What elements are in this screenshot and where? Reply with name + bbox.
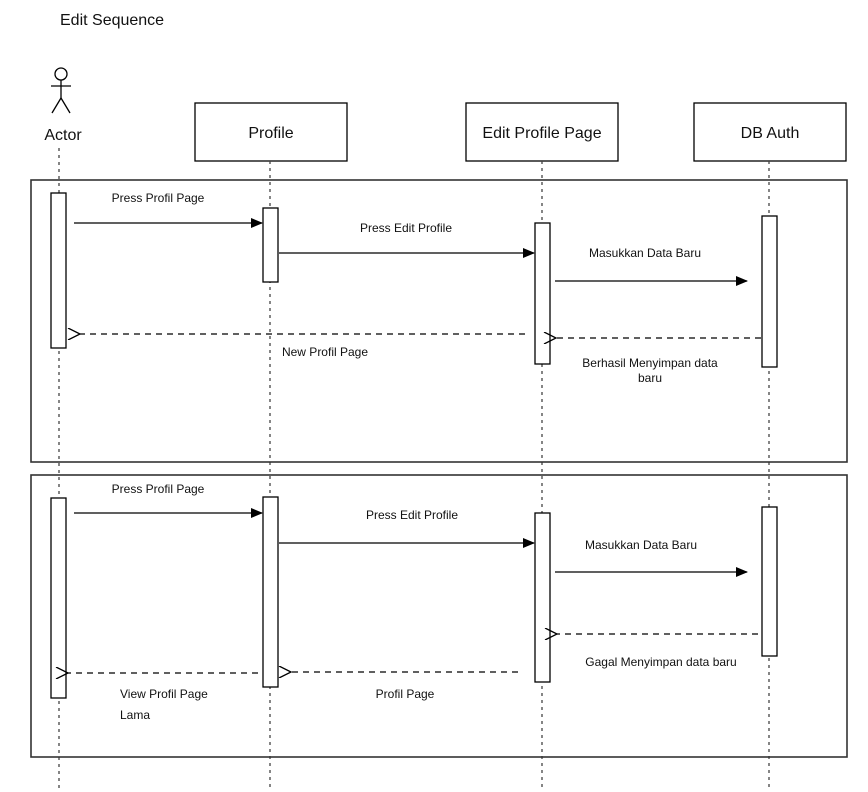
activation-bar-profile [262,207,279,283]
activation-bar-profile [262,496,279,688]
lifeline-box-profile [194,102,348,162]
message-label: Lama [120,708,150,722]
message-label: Press Profil Page [112,482,205,496]
message-label: Press Edit Profile [360,221,452,235]
lifeline-label-profile: Profile [248,125,293,142]
lifeline-box-edit-profile-page [465,102,619,162]
lifeline-label-db-auth: DB Auth [741,125,800,142]
lifeline-box-db-auth [693,102,847,162]
message-label: Masukkan Data Baru [589,246,701,260]
lifeline-label-edit-profile-page: Edit Profile Page [482,125,601,142]
message-label: Press Edit Profile [366,508,458,522]
fragment-frame-success [30,179,848,463]
fragment-frame-failure [30,474,848,758]
message-label: Profil Page [376,687,435,701]
message-label: Berhasil Menyimpan data [582,356,718,370]
message-label: baru [638,371,662,385]
activation-bar-edit-profile-page [534,512,551,683]
message-label: New Profil Page [282,345,368,359]
message-label: Gagal Menyimpan data baru [585,655,736,669]
message-label: Press Profil Page [112,191,205,205]
activation-bar-actor [50,192,67,349]
activation-bar-db-auth [761,506,778,657]
message-label: Masukkan Data Baru [585,538,697,552]
activation-bar-edit-profile-page [534,222,551,365]
activation-bar-actor [50,497,67,699]
actor-label: Actor [44,127,82,144]
actor-icon [51,67,71,114]
diagram-title: Edit Sequence [60,12,164,29]
activation-bar-db-auth [761,215,778,368]
message-label: View Profil Page [120,687,208,701]
